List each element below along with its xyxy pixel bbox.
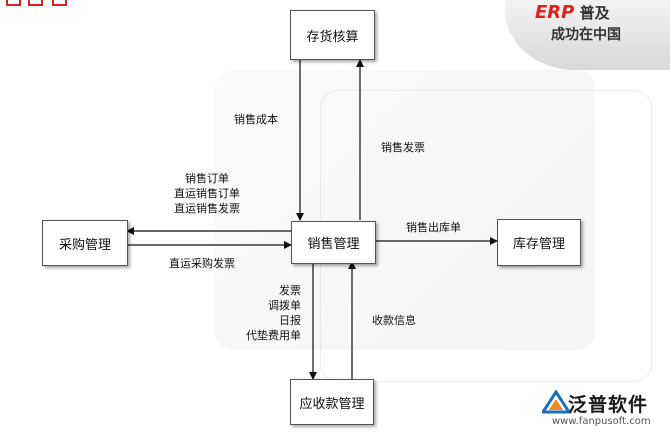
label-invoice: 发票 <box>279 284 301 297</box>
fanpu-logo-url: www.fanpusoft.com <box>552 416 651 427</box>
erp-banner-text: 普及 <box>579 4 610 22</box>
node-stock-management: 库存管理 <box>497 219 581 266</box>
erp-banner-slogan: 成功在中国 <box>551 27 621 43</box>
label-advance-expense-order: 代垫费用单 <box>246 329 301 342</box>
fanpu-logo-name: 泛普软件 <box>568 394 649 416</box>
label-daily-report: 日报 <box>279 314 301 327</box>
node-purchase-management: 采购管理 <box>42 220 128 266</box>
node-inventory-accounting: 存货核算 <box>290 10 375 60</box>
label-collection-info: 收款信息 <box>372 314 416 327</box>
label-sales-cost: 销售成本 <box>234 113 278 126</box>
erp-banner-line1: ERP 普及 <box>535 2 610 23</box>
fanpu-logo: 泛普软件 www.fanpusoft.com <box>540 388 668 434</box>
erp-word: ERP <box>535 2 575 23</box>
background-panel <box>215 70 595 350</box>
label-direct-sales-invoice: 直运销售发票 <box>174 202 240 215</box>
label-sales-invoice: 销售发票 <box>381 141 425 154</box>
node-receivables-management: 应收款管理 <box>290 379 374 425</box>
corner-decoration <box>0 0 80 8</box>
label-sales-order: 销售订单 <box>185 172 229 185</box>
label-sales-outbound-order: 销售出库单 <box>406 221 461 234</box>
label-transfer-order: 调拨单 <box>268 299 301 312</box>
label-to-purchase-group: 销售订单 直运销售订单 直运销售发票 <box>162 171 252 216</box>
node-sales-management: 销售管理 <box>291 221 376 264</box>
erp-banner: ERP 普及 成功在中国 <box>505 0 670 70</box>
fanpu-logo-icon <box>542 390 572 414</box>
label-direct-purchase-invoice: 直运采购发票 <box>169 257 235 270</box>
label-direct-sales-order: 直运销售订单 <box>174 187 240 200</box>
label-to-receivables-group: 发票 调拨单 日报 代垫费用单 <box>226 283 301 343</box>
